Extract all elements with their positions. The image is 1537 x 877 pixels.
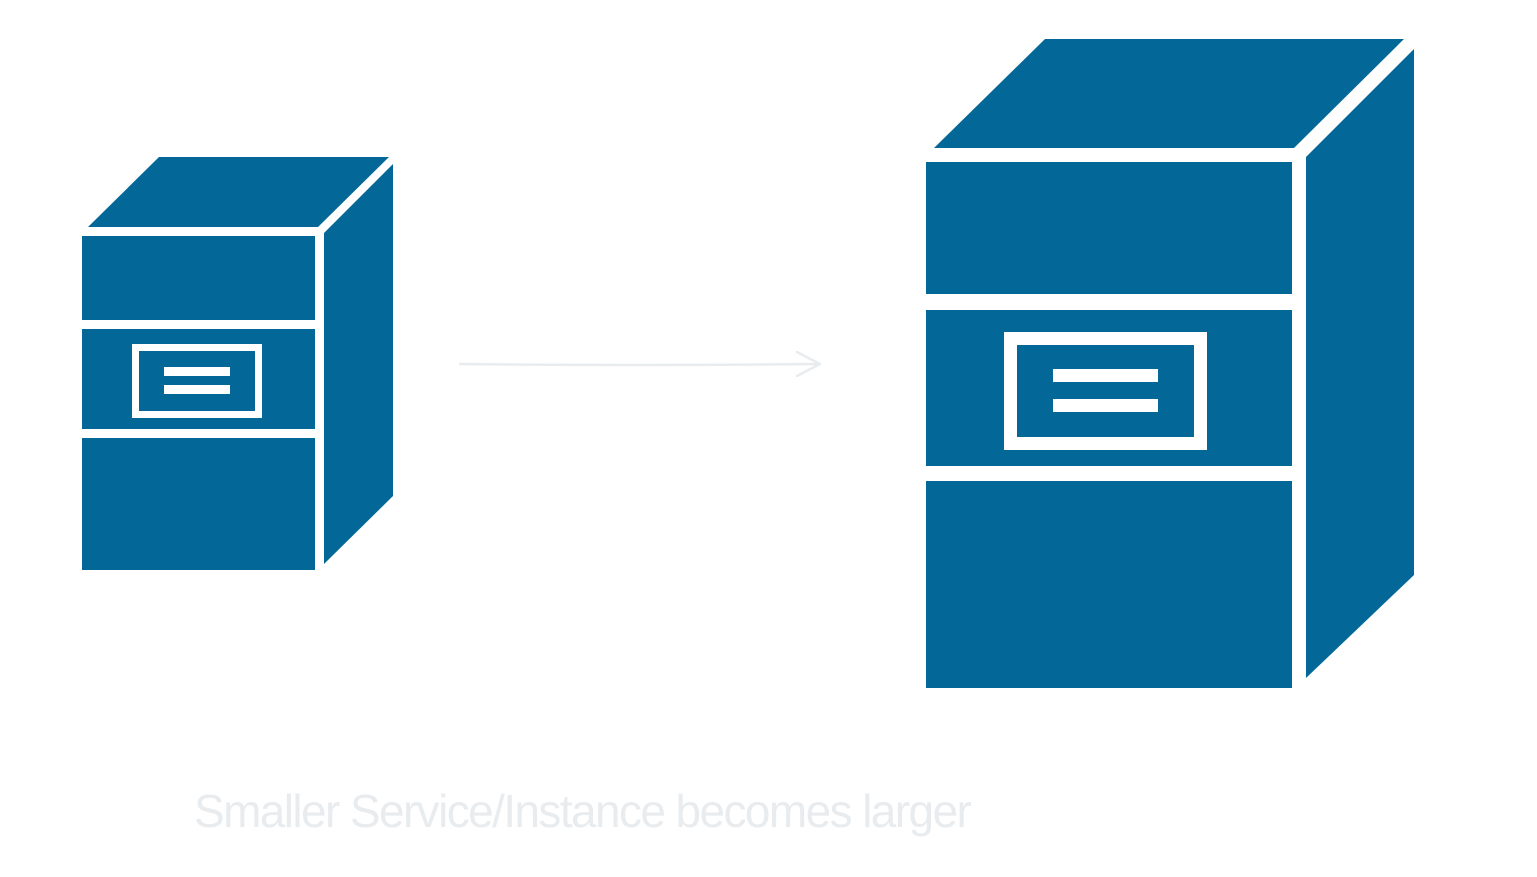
large-server-panel-top bbox=[926, 162, 1292, 294]
caption-text: Smaller Service/Instance becomes larger bbox=[194, 785, 972, 837]
small-server-drive-icon bbox=[132, 344, 262, 418]
large-server-top bbox=[934, 39, 1404, 148]
large-server-panel-bottom bbox=[926, 481, 1292, 688]
large-server-side bbox=[1306, 49, 1414, 678]
small-server-panel-top bbox=[82, 236, 315, 320]
small-server-panel-bottom bbox=[82, 438, 315, 570]
arrow-right-icon bbox=[458, 350, 822, 378]
small-server-icon bbox=[82, 157, 393, 570]
large-server-drive-icon bbox=[1004, 332, 1207, 450]
large-server-icon bbox=[926, 39, 1414, 688]
small-server-side bbox=[324, 164, 393, 564]
small-server-top bbox=[88, 157, 389, 227]
